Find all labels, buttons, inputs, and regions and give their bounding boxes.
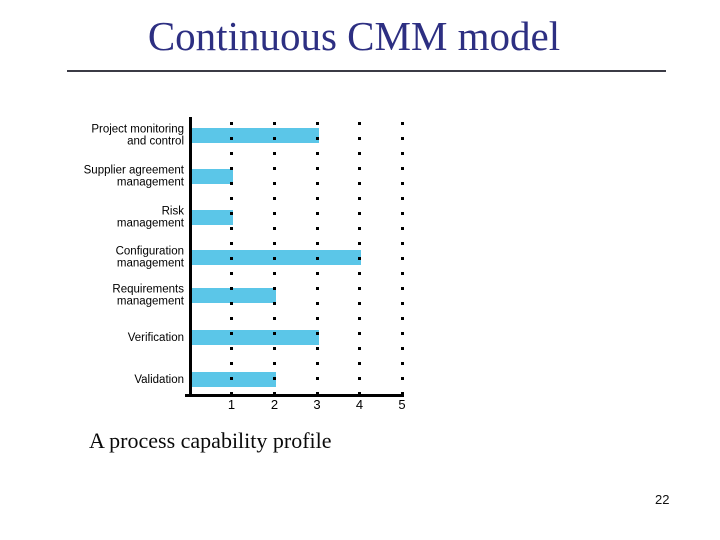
- bar-1: [192, 169, 233, 184]
- x-axis-line: [185, 394, 404, 397]
- x-tick-label-4: 4: [355, 397, 364, 412]
- x-tick-label-2: 2: [270, 397, 279, 412]
- x-tick-label-3: 3: [313, 397, 321, 412]
- category-label-5: Verification: [127, 331, 184, 344]
- category-label-6: Validation: [134, 373, 184, 386]
- gridline-4: [358, 122, 361, 394]
- x-tick-label-1: 1: [227, 397, 236, 412]
- x-tick-label-5: 5: [398, 397, 406, 412]
- bar-2: [192, 210, 233, 225]
- y-axis-line: [189, 117, 192, 396]
- bar-6: [192, 372, 276, 387]
- chart-caption: A process capability profile: [89, 428, 332, 453]
- bar-3: [192, 250, 361, 265]
- gridline-5: [400, 122, 404, 394]
- bar-0: [192, 128, 319, 143]
- gridline-2: [273, 122, 276, 394]
- title-underline-rule: [67, 70, 666, 72]
- bar-5: [192, 330, 319, 345]
- gridline-1: [230, 122, 233, 394]
- slide-page-number: 22: [655, 492, 670, 507]
- slide-title: Continuous CMM model: [147, 13, 561, 59]
- bar-4: [192, 288, 276, 303]
- gridline-3: [315, 122, 319, 394]
